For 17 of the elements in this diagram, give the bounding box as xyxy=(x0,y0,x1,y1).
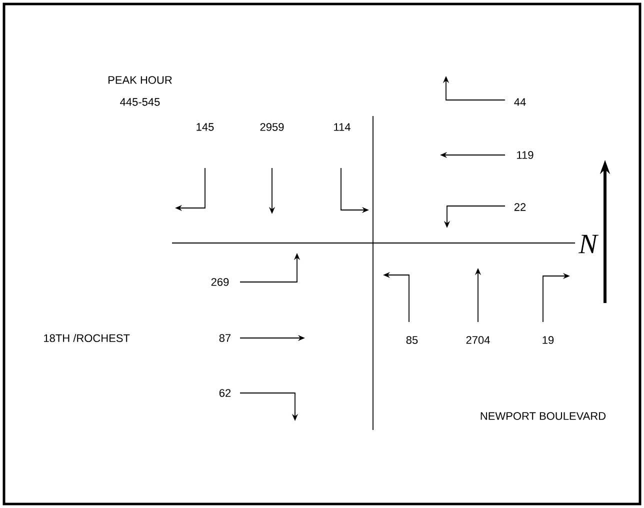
street-name: NEWPORT BOULEVARD xyxy=(480,412,606,420)
street-name: 18TH /ROCHEST xyxy=(44,334,130,342)
volume-label: 2704 xyxy=(466,336,490,344)
volume-label: 62 xyxy=(219,389,231,397)
north-label: N xyxy=(578,234,599,254)
volume-label: 85 xyxy=(406,336,418,344)
volume-label: 269 xyxy=(211,278,229,286)
volume-label: 44 xyxy=(514,98,526,106)
heading: PEAK HOUR xyxy=(108,76,172,84)
volume-label: 119 xyxy=(517,151,534,159)
volume-label: 114 xyxy=(334,123,350,131)
volume-label: 22 xyxy=(514,203,526,211)
time-label: 445-545 xyxy=(120,98,160,106)
volume-label: 2959 xyxy=(260,123,284,131)
volume-label: 19 xyxy=(542,336,554,344)
volume-label: 145 xyxy=(196,123,214,131)
volume-label: 87 xyxy=(219,334,231,342)
